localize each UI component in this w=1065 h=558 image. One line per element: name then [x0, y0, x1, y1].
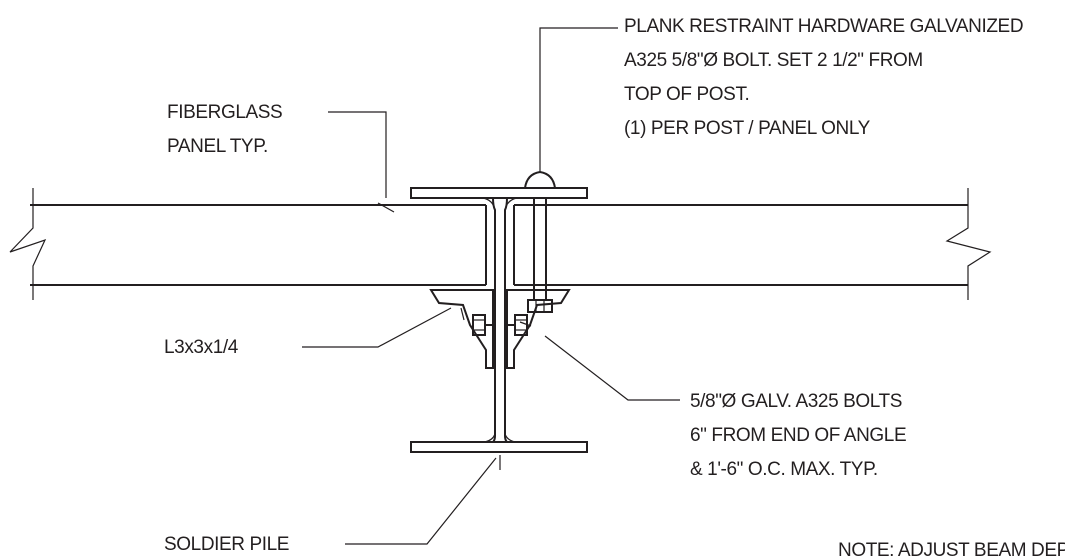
bolts-line-2: 6" FROM END OF ANGLE — [690, 425, 906, 446]
angle-right — [506, 289, 571, 369]
restraint-line-4: (1) PER POST / PANEL ONLY — [624, 118, 871, 139]
restraint-line-1: PLANK RESTRAINT HARDWARE GALVANIZED — [624, 16, 1023, 37]
leader-bolts — [544, 335, 680, 401]
angle-bolt-right — [507, 314, 528, 336]
fiberglass-panel-left — [9, 188, 487, 300]
leader-pile — [345, 457, 497, 545]
label-angle: L3x3x1/4 — [164, 337, 239, 358]
angle-line-1: L3x3x1/4 — [164, 337, 239, 358]
restraint-line-2: A325 5/8"Ø BOLT. SET 2 1/2" FROM — [624, 50, 923, 71]
label-bolts: 5/8"Ø GALV. A325 BOLTS 6" FROM END OF AN… — [690, 391, 911, 480]
bolts-line-3: & 1'-6" O.C. MAX. TYP. — [690, 459, 878, 480]
panel-line-1: FIBERGLASS — [167, 102, 282, 123]
restraint-bolt — [524, 170, 556, 313]
restraint-line-3: TOP OF POST. — [624, 84, 749, 105]
leader-panel — [328, 111, 387, 198]
leader-angle — [302, 307, 452, 348]
note-line-1: NOTE: ADJUST BEAM DEPT — [838, 540, 1065, 558]
pile-line-1: SOLDIER PILE — [164, 534, 289, 555]
bolt-tick — [519, 321, 532, 327]
label-restraint: PLANK RESTRAINT HARDWARE GALVANIZED A325… — [624, 16, 1028, 139]
panel-tick — [377, 202, 395, 213]
soldier-pile-beam — [410, 187, 588, 453]
angle-bolt-left — [472, 314, 493, 336]
fiberglass-panel-right — [513, 188, 992, 300]
angle-left — [429, 289, 494, 369]
bolts-line-1: 5/8"Ø GALV. A325 BOLTS — [690, 391, 902, 412]
panel-line-2: PANEL TYP. — [167, 136, 268, 157]
label-pile: SOLDIER PILE — [164, 534, 289, 555]
leader-restraint — [539, 27, 618, 172]
label-note: NOTE: ADJUST BEAM DEPT — [838, 540, 1065, 558]
angle-tick — [460, 307, 465, 321]
label-panel: FIBERGLASS PANEL TYP. — [167, 102, 287, 157]
